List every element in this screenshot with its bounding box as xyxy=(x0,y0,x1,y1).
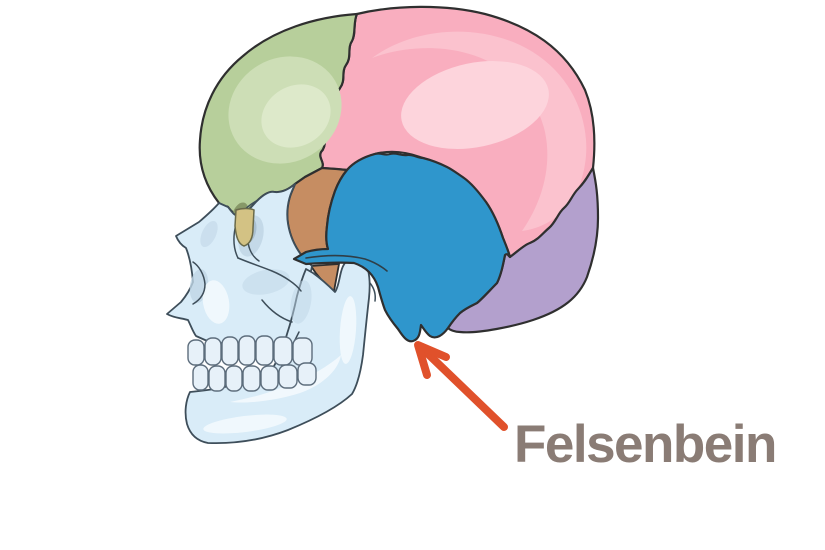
frontal-highlight-inner xyxy=(261,84,331,148)
upper-teeth-row xyxy=(187,335,313,366)
tooth xyxy=(192,364,209,391)
chin-highlight xyxy=(203,414,287,434)
label-felsenbein: Felsenbein xyxy=(514,415,776,474)
tooth xyxy=(273,336,293,366)
tooth xyxy=(238,335,256,366)
tooth xyxy=(242,365,261,392)
tooth xyxy=(297,362,317,386)
zygomatic-arch-crest-line xyxy=(305,254,388,272)
tooth xyxy=(292,337,313,366)
temporal-bone-group xyxy=(292,152,512,343)
tooth xyxy=(221,336,239,366)
parietal-highlight-inner xyxy=(401,61,549,149)
nasal-aperture-line xyxy=(192,261,206,305)
annotation: Felsenbein xyxy=(414,341,777,474)
lacrimal-bone-shape xyxy=(234,207,255,247)
mandible-highlight-swoosh xyxy=(230,355,341,403)
ramus-highlight xyxy=(339,296,357,364)
meatus-line xyxy=(369,282,376,302)
zygoma-shadow xyxy=(290,280,312,324)
tooth xyxy=(204,337,222,366)
maxilla-highlight xyxy=(202,280,230,324)
arrow-icon xyxy=(414,341,508,431)
teeth-group xyxy=(187,335,317,392)
tooth xyxy=(260,365,279,391)
arrow-shaft xyxy=(422,348,508,431)
tooth xyxy=(278,364,298,389)
cheek-line xyxy=(261,299,293,323)
tooth xyxy=(187,339,205,366)
tooth xyxy=(255,335,274,366)
tooth xyxy=(225,365,243,392)
lower-teeth-row xyxy=(192,362,317,392)
tooth xyxy=(208,365,226,392)
facial-bones-group xyxy=(166,183,376,445)
zygoma-boundary-line xyxy=(237,257,302,292)
temporal-bone-shape xyxy=(292,152,512,343)
arrow-head xyxy=(414,341,450,379)
nasal-bridge-shadow xyxy=(200,220,218,248)
cheek-shadow xyxy=(242,269,290,295)
